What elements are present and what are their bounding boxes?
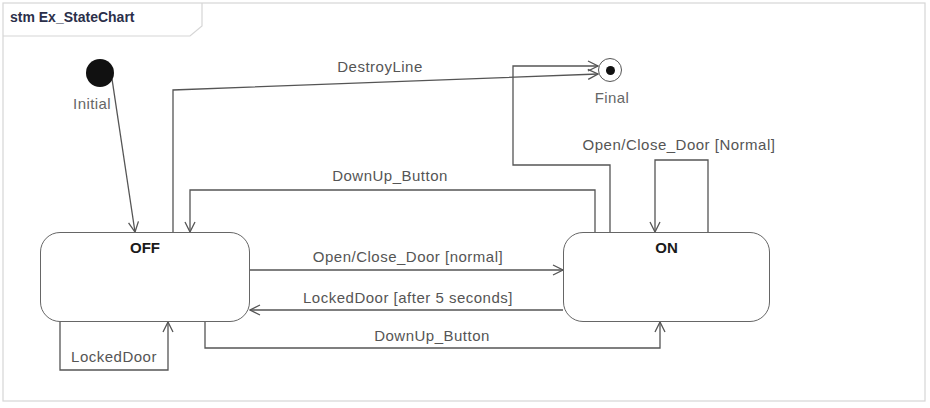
transition-label: DownUp_Button [372, 327, 492, 344]
transition-arrow [655, 160, 708, 232]
transition-label: LockedDoor [after 5 seconds] [301, 289, 515, 306]
frame-border [3, 3, 925, 401]
transition-label: DownUp_Button [330, 167, 450, 184]
transition-arrow [60, 322, 168, 370]
transition-arrow [173, 74, 598, 232]
transition-arrow [205, 322, 660, 348]
transition-arrow [112, 79, 135, 232]
diagram-title: stm Ex_StateChart [10, 9, 135, 25]
final-state: Final [598, 58, 622, 82]
transition-label: LockedDoor [69, 348, 159, 365]
initial-pseudostate: Initial [86, 59, 114, 87]
state-label: Final [595, 89, 630, 106]
transition-label: Open/Close_Door [Normal] [581, 136, 778, 153]
state-box: ON [563, 232, 770, 322]
transition-arrow [190, 190, 595, 232]
state-box: OFF [40, 232, 250, 322]
transition-arrow [250, 269, 563, 270]
state-name: ON [564, 239, 769, 256]
frame-tab [3, 3, 202, 36]
state-label: Initial [73, 95, 111, 112]
transition-label: DestroyLine [335, 58, 425, 75]
state-name: OFF [41, 239, 249, 256]
transition-arrow [250, 309, 563, 310]
transition-label: Open/Close_Door [normal] [311, 248, 505, 265]
